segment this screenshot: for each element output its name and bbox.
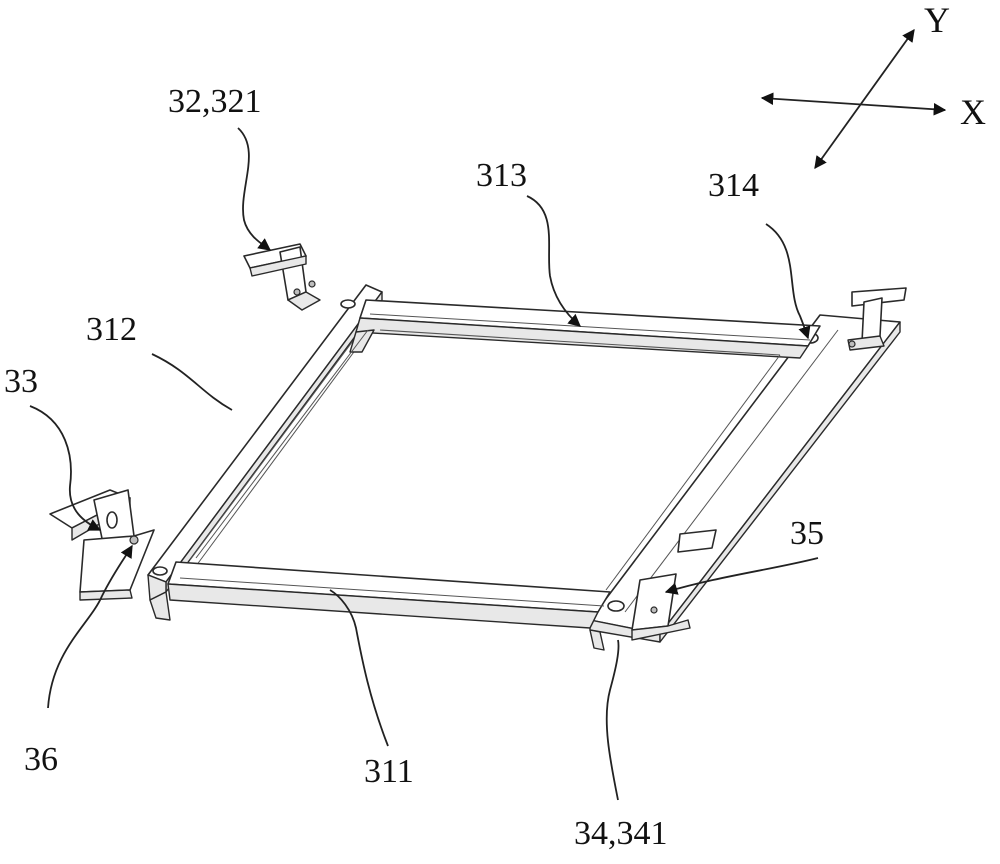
- leader-32-321: [238, 128, 270, 250]
- axis-indicator: X Y: [762, 0, 986, 168]
- leader-312: [152, 354, 232, 410]
- x-axis-arrow: [762, 98, 945, 110]
- label-312: 312: [86, 311, 137, 348]
- reference-labels: 32,321 313 314 312 33 35 36 311 34,341: [4, 83, 824, 852]
- bracket-33: [50, 490, 154, 600]
- y-axis-label: Y: [924, 0, 950, 40]
- label-35: 35: [790, 515, 824, 552]
- x-axis-label: X: [960, 92, 986, 132]
- label-311: 311: [364, 753, 414, 790]
- label-313: 313: [476, 157, 527, 194]
- bracket-32-321: [244, 244, 320, 310]
- label-33: 33: [4, 363, 38, 400]
- front-crossbar-311: [168, 562, 610, 628]
- label-34-341: 34,341: [574, 815, 668, 852]
- back-crossbar-313: [350, 300, 820, 358]
- leader-314: [766, 224, 808, 338]
- leader-34-341: [607, 640, 619, 800]
- label-314: 314: [708, 167, 759, 204]
- y-axis-arrow: [815, 30, 914, 168]
- leader-313: [527, 196, 580, 326]
- label-36: 36: [24, 741, 58, 778]
- label-32-321: 32,321: [168, 83, 262, 120]
